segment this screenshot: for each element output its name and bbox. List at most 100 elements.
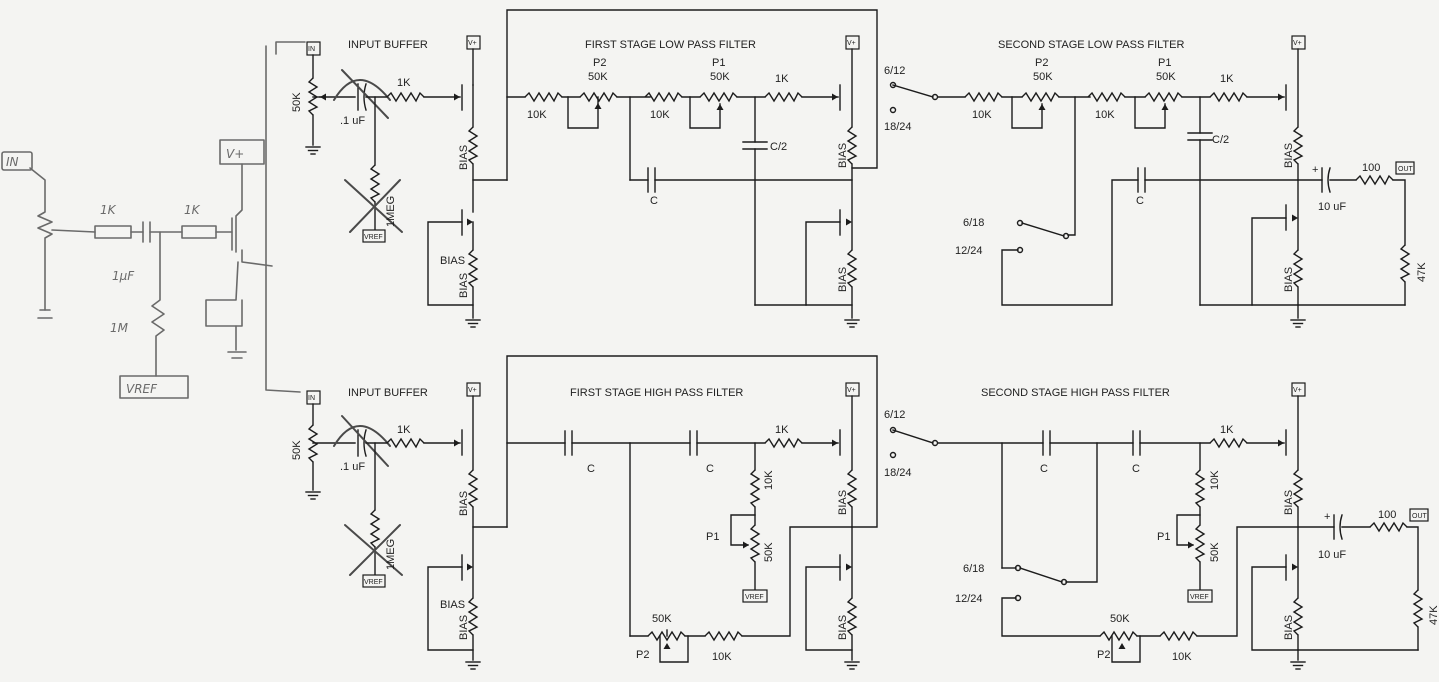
- r50k-p1-lpf2: 50K: [1156, 71, 1176, 83]
- switch-1224-lpf2: 12/24: [955, 245, 983, 257]
- sketch-1uf: 1µF: [112, 269, 135, 283]
- p1-lpf1: P1: [712, 57, 725, 69]
- vplus-terminal-2-label: V+: [847, 40, 856, 47]
- r10k-hpf2-b: 10K: [1172, 651, 1192, 663]
- switch-618-hpf2: 6/18: [963, 563, 984, 575]
- r50k-input-bottom: 50K: [291, 440, 303, 460]
- r50k-p2-hpf1: 50K: [652, 613, 672, 625]
- r1k-lpf2: 1K: [1220, 73, 1234, 85]
- out-terminal-bottom-label: OUT: [1412, 513, 1428, 520]
- r50k-p2-lpf2: 50K: [1033, 71, 1053, 83]
- r100-lpf2: 100: [1362, 162, 1380, 174]
- switch-612-top: 6/12: [884, 65, 905, 77]
- switch-1824-bottom: 18/24: [884, 467, 912, 479]
- r1meg-top: 1MEG: [385, 196, 397, 227]
- out-terminal-bottom: [1409, 508, 1429, 522]
- vplus-terminal-5-label: V+: [847, 387, 856, 394]
- r1k-lpf1: 1K: [775, 73, 789, 85]
- out-terminal-top-label: OUT: [1398, 166, 1414, 173]
- vplus-terminal-1-label: V+: [468, 40, 477, 47]
- in-terminal-bottom-label: IN: [308, 395, 315, 402]
- r1k-input-top: 1K: [397, 77, 411, 89]
- title-input-buffer-top: INPUT BUFFER: [348, 39, 428, 51]
- c-hpf1-b: C: [706, 463, 714, 475]
- vref-terminal-top: [362, 229, 386, 243]
- sketch-1m: 1M: [110, 321, 129, 335]
- c-half-lpf2: C/2: [1212, 134, 1229, 146]
- c-half-lpf1: C/2: [770, 141, 787, 153]
- r50k-p1-hpf1: 50K: [763, 542, 775, 562]
- c-lpf1-a: C: [650, 195, 658, 207]
- vref-terminal-hpf1: [742, 589, 768, 603]
- r50k-p2-lpf1: 50K: [588, 71, 608, 83]
- vref-terminal-top-label: VREF: [364, 234, 383, 241]
- vref-terminal-hpf2-label: VREF: [1190, 594, 1209, 601]
- vref-terminal-hpf2: [1187, 589, 1213, 603]
- sketch-in-box: [1, 151, 33, 171]
- title-lpf2: SECOND STAGE LOW PASS FILTER: [998, 39, 1184, 51]
- title-lpf1: FIRST STAGE LOW PASS FILTER: [585, 39, 756, 51]
- c-hpf1-a: C: [587, 463, 595, 475]
- c01uf-top: .1 uF: [340, 115, 365, 127]
- p2-lpf2: P2: [1035, 57, 1048, 69]
- switch-1224-hpf2: 12/24: [955, 593, 983, 605]
- c-lpf2: C: [1136, 195, 1144, 207]
- c01uf-bottom: .1 uF: [340, 461, 365, 473]
- r47k-hpf2: 47K: [1428, 605, 1439, 625]
- vplus-terminal-6-label: V+: [1293, 387, 1302, 394]
- plus-hpf2: +: [1324, 511, 1330, 523]
- r10k-hpf2: 10K: [1209, 470, 1221, 490]
- sketch-in-label: IN: [6, 155, 19, 169]
- p1-hpf1: P1: [706, 531, 719, 543]
- title-input-buffer-bottom: INPUT BUFFER: [348, 387, 428, 399]
- r50k-p1-hpf2: 50K: [1209, 542, 1221, 562]
- bias-hpf1-a: BIAS: [837, 490, 849, 515]
- bias-box-top-1: BIAS: [440, 255, 465, 267]
- bias-hpf2-a: BIAS: [1283, 490, 1295, 515]
- c10uf-hpf2: 10 uF: [1318, 549, 1346, 561]
- r47k-lpf2: 47K: [1416, 262, 1428, 282]
- p1-lpf2: P1: [1158, 57, 1171, 69]
- vplus-terminal-4-label: V+: [468, 387, 477, 394]
- low-pass-section: INPUT BUFFER IN 50K .1 uF 1K 1MEG VREF V…: [291, 9, 1428, 328]
- sketch-vplus-label: V+: [226, 147, 244, 161]
- c-hpf2-b: C: [1132, 463, 1140, 475]
- c-hpf2-a: C: [1040, 463, 1048, 475]
- p2-lpf1: P2: [593, 57, 606, 69]
- switch-612-bottom: 6/12: [884, 409, 905, 421]
- r1k-hpf2: 1K: [1220, 424, 1234, 436]
- bias-lpf1-a: BIAS: [837, 143, 849, 168]
- title-hpf2: SECOND STAGE HIGH PASS FILTER: [981, 387, 1170, 399]
- switch-618-lpf2: 6/18: [963, 217, 984, 229]
- bias-box-bottom: BIAS: [440, 599, 465, 611]
- r10k-lpf1-b: 10K: [650, 109, 670, 121]
- vplus-terminal-3-label: V+: [1293, 40, 1302, 47]
- r10k-lpf1-a: 10K: [527, 109, 547, 121]
- in-terminal-top-label: IN: [308, 46, 315, 53]
- r10k-hpf1: 10K: [763, 470, 775, 490]
- r50k-p2-hpf2: 50K: [1110, 613, 1130, 625]
- p2-hpf2: P2: [1097, 649, 1110, 661]
- r10k-lpf2-a: 10K: [972, 109, 992, 121]
- high-pass-section: INPUT BUFFER IN 50K .1 uF 1K 1MEG VREF V…: [291, 355, 1439, 670]
- r1k-hpf1: 1K: [775, 424, 789, 436]
- r100-hpf2: 100: [1378, 509, 1396, 521]
- sketch-1k-b: 1K: [184, 203, 201, 217]
- sketch-vref-box: [119, 375, 189, 399]
- out-terminal-top: [1395, 161, 1415, 175]
- bias-hpf-buf-b: BIAS: [458, 615, 470, 640]
- p1-hpf2: P1: [1157, 531, 1170, 543]
- bias-top-1: BIAS: [458, 145, 470, 170]
- plus-lpf2: +: [1312, 164, 1318, 176]
- r10k-lpf2-b: 10K: [1095, 109, 1115, 121]
- sketch-1k-a: 1K: [100, 203, 117, 217]
- sketch-vref-label: VREF: [126, 382, 158, 396]
- r10k-hpf1-b: 10K: [712, 651, 732, 663]
- vref-terminal-bottom-label: VREF: [364, 579, 383, 586]
- bias-lpf2-b: BIAS: [1283, 267, 1295, 292]
- bias-top-2: BIAS: [458, 273, 470, 298]
- pencil-sketch: IN 1K 1K 1µF 1M VREF V+: [1, 41, 306, 399]
- vref-terminal-hpf1-label: VREF: [745, 594, 764, 601]
- bias-hpf-buf-a: BIAS: [458, 491, 470, 516]
